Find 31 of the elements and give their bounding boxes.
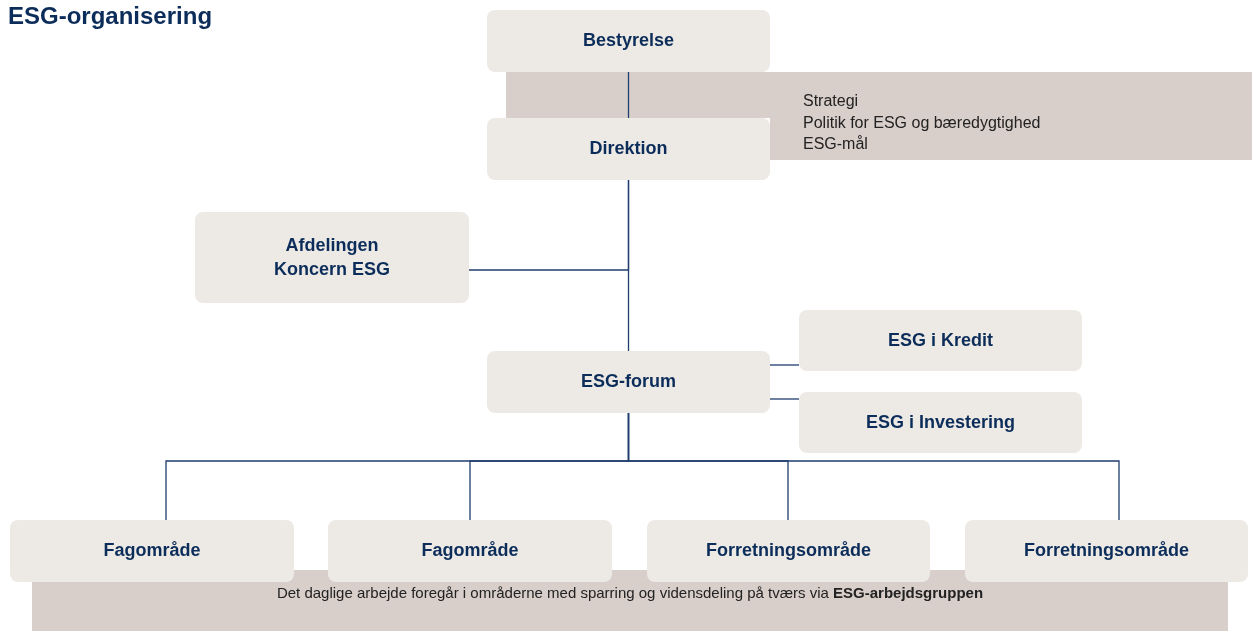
- note-text: Det daglige arbejde foregår i områderne med sparring og vidensdeling på tværs via ESG-arbejdsgruppen: [276, 584, 984, 601]
- org-box: [965, 520, 1248, 582]
- note-text: Politik for ESG og bæredygtighed: [803, 112, 1041, 133]
- org-box: [647, 520, 930, 582]
- org-box: [487, 10, 770, 72]
- org-box: [10, 520, 294, 582]
- box-label: Bestyrelse: [582, 29, 675, 53]
- diagram-title: ESG-organisering: [8, 2, 213, 30]
- box-label: ESG-forum: [581, 370, 676, 394]
- connector-line: [627, 71, 630, 119]
- connector-line: [468, 179, 630, 271]
- connector-line: [627, 412, 1120, 521]
- org-box: [799, 310, 1082, 371]
- box-label: Direktion: [589, 137, 668, 161]
- box-label: Forretningsområde: [706, 539, 871, 563]
- box-label: ESG i Investering: [865, 410, 1015, 434]
- org-box: [487, 118, 770, 180]
- box-label: Fagområde: [421, 539, 519, 563]
- org-box: [487, 351, 770, 413]
- org-box: [195, 212, 469, 303]
- info-band: [770, 72, 1252, 160]
- org-box: [799, 392, 1082, 453]
- box-label: Fagområde: [103, 539, 201, 563]
- box-label: Afdelingen Koncern ESG: [273, 234, 391, 281]
- box-label: ESG i Kredit: [888, 328, 993, 352]
- note-text: Strategi: [803, 91, 859, 111]
- box-label: Forretningsområde: [1024, 539, 1189, 563]
- connector-line: [769, 364, 800, 366]
- org-box: [328, 520, 612, 582]
- connector-line: [769, 398, 800, 400]
- note-text: ESG-mål: [803, 134, 868, 155]
